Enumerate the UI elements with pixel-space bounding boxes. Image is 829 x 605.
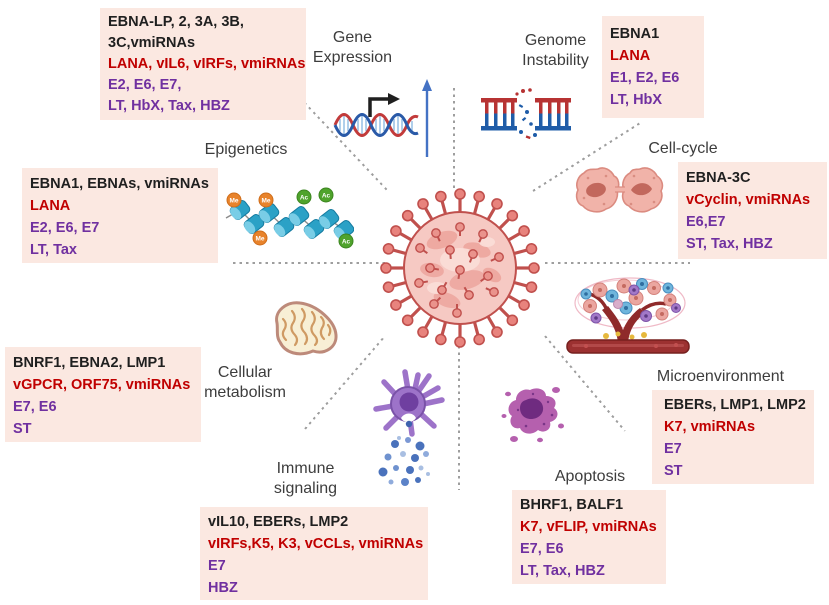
gene-list-line: E7, E6 [520,541,564,557]
gene-list-line: vIRFs,K5, K3, vCCLs, vmiRNAs [208,536,424,552]
spoke-west [233,262,385,264]
gene-list-line: E1, E2, E6 [610,70,680,86]
gene-list-line: ST [13,421,32,437]
label-microenvironment: Microenvironment [656,368,785,385]
gene-list-line: EBNA-3C [686,170,751,186]
spoke-east [545,262,690,264]
gene-list-line: EBNA1 [610,26,660,42]
svg-text:Me: Me [261,198,270,205]
gene-list-line: LT, HbX [610,92,663,108]
gene-list-line: EBNA1, EBNAs, vmiRNAs [30,176,209,192]
gene-box-cellular-metabolism: BNRF1, EBNA2, LMP1 vGPCR, ORF75, vmiRNAs… [5,347,201,442]
gene-list-line: E2, E6, E7 [30,220,100,236]
svg-text:Ac: Ac [300,195,309,202]
gene-list-line: vCyclin, vmiRNAs [686,192,811,208]
gene-box-cell-cycle: EBNA-3C vCyclin, vmiRNAs E6,E7 ST, Tax, … [678,162,827,259]
svg-text:Me: Me [229,198,238,205]
label-immune-signaling: Immune signaling [273,460,338,497]
gene-list-line: K7, vFLIP, vmiRNAs [520,519,657,535]
label-gene-expression: Gene Expression [312,29,393,66]
gene-box-microenvironment: EBERs, LMP1, LMP2 K7, vmiRNAs E7 ST [652,390,814,484]
gene-list-line: E7 [664,441,682,457]
virus-icon [379,187,541,349]
methyl-mark-icon: Me Me Me Ac Ac Ac [226,187,354,249]
gene-list-line: K7, vmiRNAs [664,419,756,435]
gene-list-line: E6,E7 [686,214,726,230]
label-cellular-metabolism: Cellular metabolism [204,364,286,401]
gene-box-epigenetics: EBNA1, EBNAs, vmiRNAs LANA E2, E6, E7 LT… [22,168,218,263]
gene-list-line: LT, Tax, HBZ [520,563,605,579]
gene-list-line: LT, Tax [30,242,77,258]
dna-break-icon [481,88,571,140]
gene-list-line: LANA [30,198,71,214]
svg-text:Ac: Ac [322,193,331,200]
label-epigenetics: Epigenetics [204,141,288,158]
mitochondria-icon [275,301,338,356]
gene-list-line: BNRF1, EBNA2, LMP1 [13,355,166,371]
label-cell-cycle: Cell-cycle [648,140,718,157]
svg-text:Me: Me [255,236,264,243]
label-apoptosis: Apoptosis [554,468,626,485]
nucleosome-chain-icon: Me Me Me Ac Ac Ac [225,187,354,249]
gene-list-line: 3C,vmiRNAs [108,35,196,51]
gene-box-gene-expression: EBNA-LP, 2, 3A, 3B, 3C,vmiRNAs LANA, vIL… [100,8,306,120]
gene-list-line: EBERs, LMP1, LMP2 [664,397,806,413]
apoptotic-cell-icon [501,387,564,443]
gene-list-line: EBNA-LP, 2, 3A, 3B, [108,14,244,30]
gene-list-line: ST [664,463,683,479]
svg-text:Ac: Ac [342,239,351,246]
gene-list-line: LANA, vIL6, vIRFs, vmiRNAs [108,56,306,72]
immune-cell-icon [373,369,445,486]
gene-list-line: E2, E6, E7, [108,77,182,93]
gene-box-genome-instability: EBNA1 LANA E1, E2, E6 LT, HbX [602,16,704,118]
dividing-cell-icon [575,167,664,213]
gene-list-line: E7 [208,558,226,574]
gene-box-apoptosis: BHRF1, BALF1 K7, vFLIP, vmiRNAs E7, E6 L… [512,490,666,584]
gene-list-line: HBZ [208,580,238,596]
spoke-north [453,88,455,192]
gene-list-line: vGPCR, ORF75, vmiRNAs [13,377,191,393]
gene-list-line: LT, HbX, Tax, HBZ [108,98,230,114]
gene-box-immune-signaling: vIL10, EBERs, LMP2 vIRFs,K5, K3, vCCLs, … [200,507,428,600]
gene-list-line: E7, E6 [13,399,57,415]
tumor-vessel-icon [566,277,690,354]
gene-list-line: LANA [610,48,651,64]
gene-list-line: vIL10, EBERs, LMP2 [208,514,349,530]
dna-transcription-icon [333,79,432,157]
label-genome-instability: Genome Instability [522,32,589,69]
gene-list-line: BHRF1, BALF1 [520,497,624,513]
gene-list-line: ST, Tax, HBZ [686,236,773,252]
spoke-south [458,346,460,490]
